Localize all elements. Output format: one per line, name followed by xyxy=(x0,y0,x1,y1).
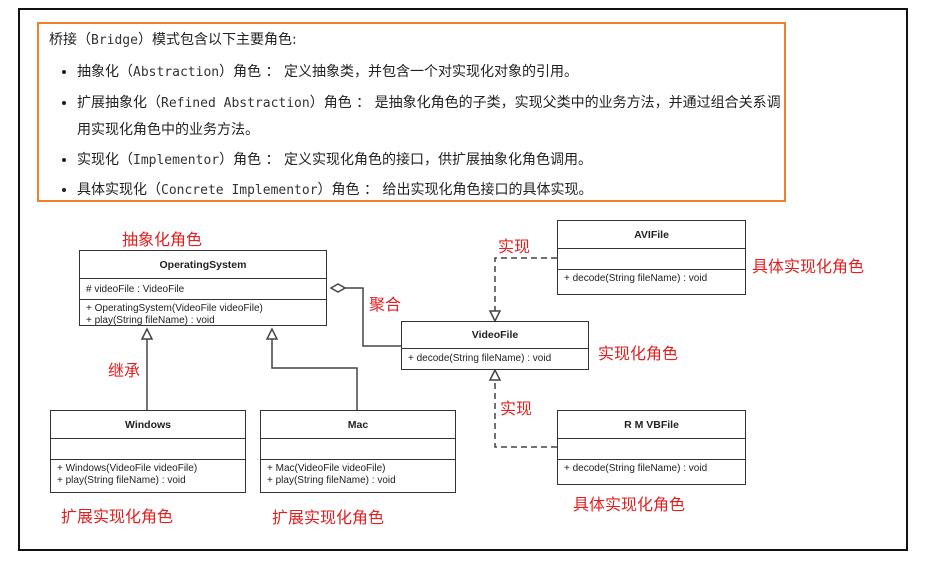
note-intro: 桥接（Bridge）模式包含以下主要角色: xyxy=(49,32,297,48)
class-operations: + decode(String fileName) : void xyxy=(564,463,708,474)
class-mac: Mac + Mac(VideoFile videoFile) + play(St… xyxy=(260,410,456,493)
label-concrete-role-top: 具体实现化角色 xyxy=(752,257,865,276)
role-item-refined-abstraction: 扩展抽象化（Refined Abstraction）角色 ： 是抽象化角色的子类… xyxy=(77,90,787,143)
role-item-implementor: 实现化（Implementor）角色 ： 定义实现化角色的接口，供扩展抽象化角色… xyxy=(77,148,787,173)
class-operations: + decode(String fileName) : void xyxy=(408,353,552,364)
class-name: VideoFile xyxy=(402,322,588,349)
label-inherit: 继承 xyxy=(108,361,141,380)
class-attribute-empty xyxy=(558,249,745,270)
class-operations: + OperatingSystem(VideoFile videoFile) +… xyxy=(86,303,263,326)
rmvb-realization-line xyxy=(494,382,557,448)
class-attribute: # videoFile : VideoFile xyxy=(80,279,326,300)
class-name: Windows xyxy=(51,411,245,439)
class-attribute-empty xyxy=(558,439,745,460)
label-implement-bottom: 实现 xyxy=(500,399,533,418)
label-refined-role-left: 扩展实现化角色 xyxy=(61,507,174,526)
label-abstraction-role: 抽象化角色 xyxy=(122,230,203,249)
class-windows: Windows + Windows(VideoFile videoFile) +… xyxy=(50,410,246,493)
label-concrete-role-bottom: 具体实现化角色 xyxy=(573,495,686,514)
mac-inheritance-line xyxy=(271,338,358,410)
class-name: R M VBFile xyxy=(558,411,745,439)
class-rmvb-file: R M VBFile + decode(String fileName) : v… xyxy=(557,410,746,485)
role-item-concrete-implementor: 具体实现化（Concrete Implementor）角色 ： 给出实现化角色接… xyxy=(77,178,787,203)
class-avi-file: AVIFile + decode(String fileName) : void xyxy=(557,220,746,295)
class-attribute-empty xyxy=(51,439,245,460)
class-operating-system: OperatingSystem # videoFile : VideoFile … xyxy=(79,250,327,326)
label-implementor-role: 实现化角色 xyxy=(598,344,679,363)
class-operations: + Mac(VideoFile videoFile) + play(String… xyxy=(267,463,396,486)
role-item-abstraction: 抽象化（Abstraction）角色 ： 定义抽象类，并包含一个对实现化对象的引… xyxy=(77,60,787,85)
label-aggregate: 聚合 xyxy=(369,295,402,314)
mac-inheritance-arrow xyxy=(265,327,279,340)
label-refined-role-right: 扩展实现化角色 xyxy=(272,508,385,527)
class-operations: + Windows(VideoFile videoFile) + play(St… xyxy=(57,463,198,486)
avi-realization-arrow xyxy=(488,310,502,323)
class-attribute-empty xyxy=(261,439,455,460)
class-name: OperatingSystem xyxy=(80,251,326,279)
bridge-roles-note: 桥接（Bridge）模式包含以下主要角色: 抽象化（Abstraction）角色… xyxy=(37,22,786,202)
label-implement-top: 实现 xyxy=(498,237,531,256)
aggregation-line xyxy=(344,287,401,347)
roles-list: 抽象化（Abstraction）角色 ： 定义抽象类，并包含一个对实现化对象的引… xyxy=(63,60,787,208)
class-operations: + decode(String fileName) : void xyxy=(564,273,708,284)
class-name: Mac xyxy=(261,411,455,439)
aggregation-diamond xyxy=(329,283,347,293)
windows-inheritance-arrow xyxy=(140,327,154,340)
class-video-file: VideoFile + decode(String fileName) : vo… xyxy=(401,321,589,370)
class-name: AVIFile xyxy=(558,221,745,249)
rmvb-realization-arrow xyxy=(488,368,502,381)
avi-realization-line xyxy=(494,257,557,318)
